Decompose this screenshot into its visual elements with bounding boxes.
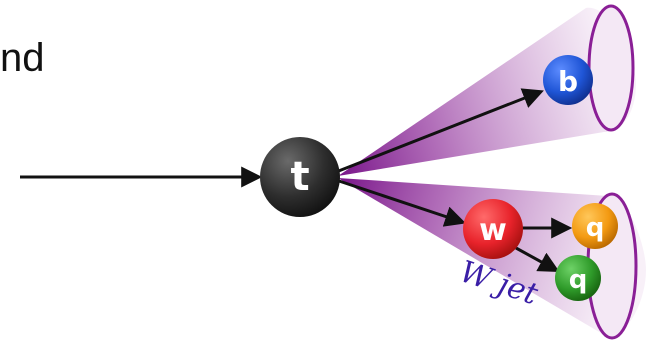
b-jet-cone: [338, 4, 636, 177]
cropped-text-fragment: nd: [0, 36, 45, 80]
top-quark-label: t: [290, 154, 309, 200]
arrow-w-to-q-lower: [515, 246, 560, 273]
quark-lower-label: q: [569, 265, 588, 295]
quark-lower-node: q: [555, 255, 601, 301]
b-quark-label: b: [558, 65, 578, 98]
w-boson-label: w: [479, 213, 507, 248]
arrow-top-to-w: [335, 178, 466, 227]
quark-upper-node: q: [572, 203, 618, 249]
arrow-top-to-b: [335, 88, 544, 174]
top-quark-node: t: [260, 137, 340, 217]
quark-upper-label: q: [586, 213, 605, 243]
b-quark-node: b: [543, 55, 593, 105]
w-boson-node: w: [463, 199, 523, 259]
